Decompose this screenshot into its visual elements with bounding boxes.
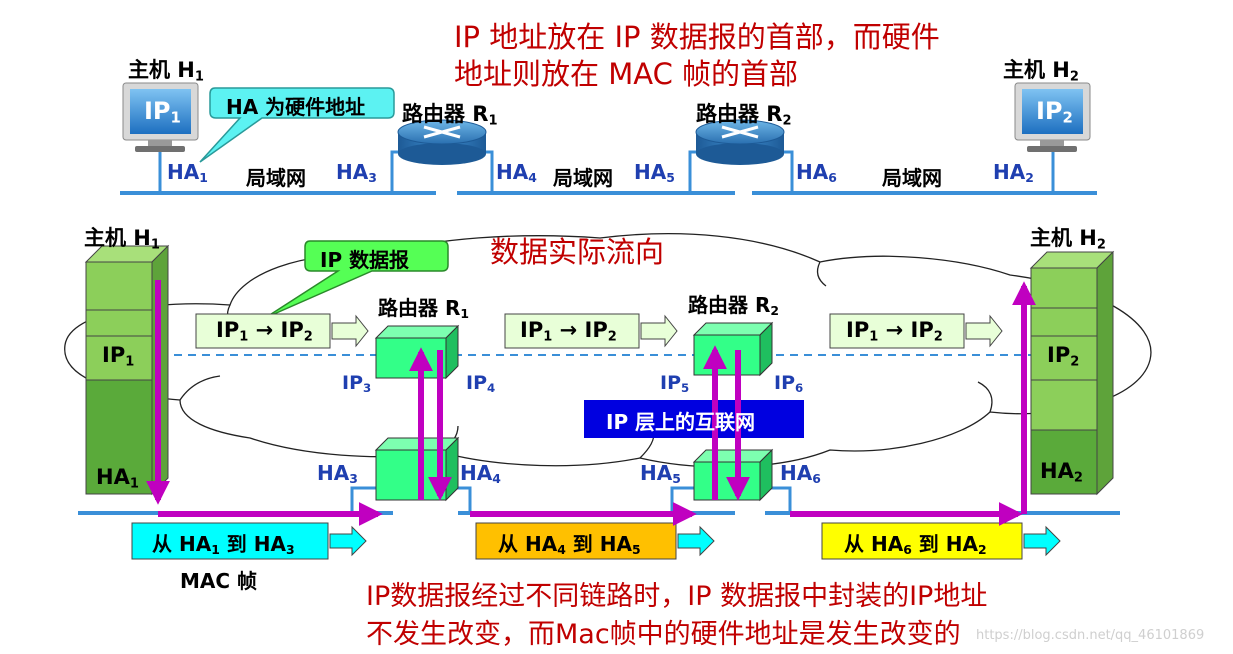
watermark: https://blog.csdn.net/qq_46101869 [976, 628, 1205, 643]
router2-ha6-label: HA6 [780, 461, 821, 487]
top-note-line-1: IP 地址放在 IP 数据报的首部，而硬件 [454, 20, 940, 54]
top-lan-label-3: 局域网 [882, 166, 942, 190]
top-host1-label: 主机 H1 [128, 58, 204, 85]
top-router1-icon [397, 119, 487, 165]
ha-callout-text: HA 为硬件地址 [226, 95, 366, 119]
bottom-router2-label: 路由器 R2 [688, 293, 779, 319]
bottom-router1-label: 路由器 R1 [378, 296, 469, 322]
bottom-host2-ha-label: HA2 [1040, 459, 1083, 486]
datagram-packet-3-label: IP1 → IP2 [846, 318, 943, 345]
top-host1-screen-label: IP1 [144, 97, 181, 127]
datagram-packet-1-label: IP1 → IP2 [216, 318, 313, 345]
top-host1-computer-icon [122, 82, 199, 152]
router1-ip3-label: IP3 [342, 372, 372, 395]
top-ha-1: HA1 [167, 160, 208, 186]
top-router2-label: 路由器 R2 [696, 102, 792, 129]
bottom-host1-ha-label: HA1 [96, 465, 139, 492]
bottom-router2-ip-box [692, 321, 774, 377]
top-host2-computer-icon [1014, 82, 1091, 152]
frame-box-3 [821, 522, 1061, 560]
top-ha-2: HA2 [993, 160, 1034, 186]
datagram-packet-1 [195, 313, 369, 349]
frame-1-label: 从 HA1 到 HA3 [152, 532, 295, 558]
ha-callout-shape [199, 87, 395, 163]
router1-ip4-label: IP4 [466, 372, 496, 395]
ip-layer-box [584, 400, 804, 438]
top-ha-5: HA5 [634, 160, 675, 186]
bottom-host1-ip-label: IP1 [102, 343, 135, 370]
bottom-router2-right-link [770, 486, 792, 513]
ip-layer-box-text: IP 层上的互联网 [606, 410, 756, 434]
top-ha-4: HA4 [496, 160, 537, 186]
top-host2-screen-label: IP2 [1036, 97, 1073, 127]
datagram-packet-2-label: IP1 → IP2 [520, 318, 617, 345]
ip-datagram-callout-text: IP 数据报 [320, 248, 410, 272]
frame-box-1 [131, 522, 367, 560]
top-ha-3: HA3 [336, 160, 377, 186]
frame-3-label: 从 HA6 到 HA2 [844, 532, 987, 558]
bottom-router1-link-box [374, 436, 460, 502]
top-ha-6: HA6 [796, 160, 837, 186]
top-lan-label-2: 局域网 [553, 166, 613, 190]
router2-ip5-label: IP5 [660, 372, 690, 395]
frame-2-label: 从 HA4 到 HA5 [498, 532, 641, 558]
bottom-router2-left-link [670, 486, 694, 513]
router1-ha4-label: HA4 [460, 461, 501, 487]
bottom-host2-label: 主机 H2 [1030, 226, 1106, 253]
bottom-note-line-1: IP数据报经过不同链路时，IP 数据报中封装的IP地址 [366, 581, 988, 612]
flow-title: 数据实际流向 [490, 235, 665, 269]
router2-ip6-label: IP6 [774, 372, 804, 395]
bottom-host2-ip-label: IP2 [1047, 343, 1080, 370]
router1-ha3-label: HA3 [317, 461, 358, 487]
frame-box-2 [475, 522, 715, 560]
bottom-host2-stack [1029, 250, 1115, 496]
ip-datagram-callout-shape [264, 240, 449, 319]
bottom-router2-link-box [692, 448, 774, 502]
bottom-router1-right-link [456, 486, 472, 513]
top-router2-icon [695, 119, 785, 165]
bottom-host1-label: 主机 H1 [84, 226, 160, 253]
router2-ha5-label: HA5 [640, 461, 681, 487]
top-host2-label: 主机 H2 [1003, 58, 1079, 85]
bottom-router1-ip-box [374, 324, 460, 380]
bottom-note-line-2: 不发生改变，而Mac帧中的硬件地址是发生改变的 [366, 619, 961, 650]
mac-frame-label: MAC 帧 [180, 569, 258, 593]
datagram-packet-2 [504, 313, 678, 349]
top-lan-label-1: 局域网 [246, 166, 306, 190]
top-router1-label: 路由器 R1 [402, 102, 498, 129]
bottom-router1-left-link [350, 486, 376, 513]
top-note-line-2: 地址则放在 MAC 帧的首部 [454, 57, 799, 91]
datagram-packet-3 [829, 313, 1003, 349]
data-flow-arrows [146, 280, 1036, 526]
